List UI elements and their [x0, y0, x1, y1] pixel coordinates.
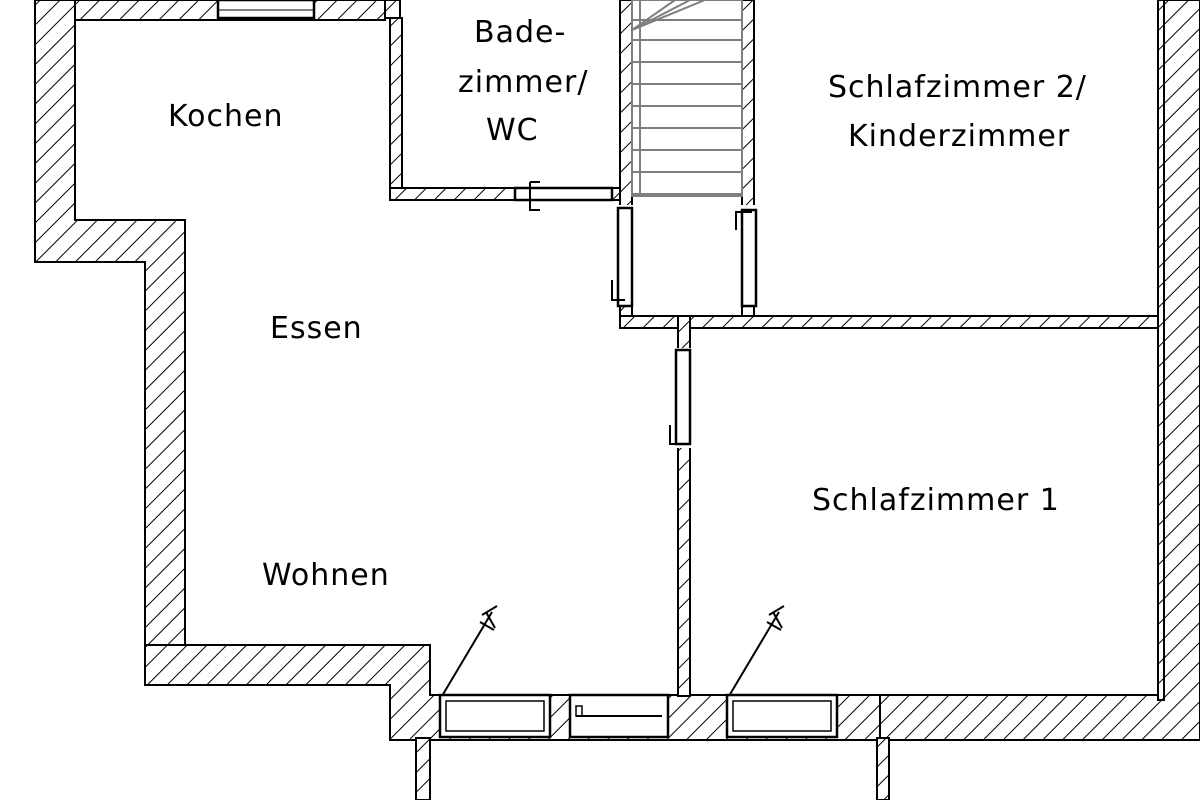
door-stair-right	[740, 208, 758, 308]
interior-walls	[389, 0, 1165, 701]
door-stair-left	[616, 206, 634, 308]
wall-mid-horizontal	[619, 315, 1161, 329]
window-bedroom-1	[725, 693, 839, 739]
label-bad-line2: zimmer/	[458, 65, 588, 100]
wall-top-bath	[384, 0, 401, 19]
label-bad-line1: Bade-	[474, 15, 566, 50]
label-wohnen: Wohnen	[262, 558, 390, 593]
window-living	[438, 693, 552, 739]
wall-left-kitchen	[34, 0, 186, 646]
doors	[513, 181, 758, 448]
label-bad-line3: WC	[486, 113, 539, 148]
label-schlaf2-line2: Kinderzimmer	[848, 119, 1070, 154]
staircase	[631, 0, 743, 197]
wall-right	[879, 0, 1200, 741]
windows	[216, 0, 839, 739]
label-kochen: Kochen	[168, 99, 284, 134]
window-top-kitchen	[216, 0, 316, 20]
door-bedroom-1	[674, 348, 692, 446]
lower-walls	[415, 737, 890, 800]
label-schlaf1: Schlafzimmer 1	[812, 483, 1060, 518]
wall-bath-left	[389, 17, 403, 201]
label-schlaf2-line1: Schlafzimmer 2/	[828, 70, 1087, 105]
room-labels: Kochen Bade- zimmer/ WC Schlafzimmer 2/ …	[168, 15, 1087, 593]
label-essen: Essen	[270, 311, 363, 346]
door-bath	[513, 186, 614, 202]
wall-right-inner	[1157, 0, 1165, 701]
